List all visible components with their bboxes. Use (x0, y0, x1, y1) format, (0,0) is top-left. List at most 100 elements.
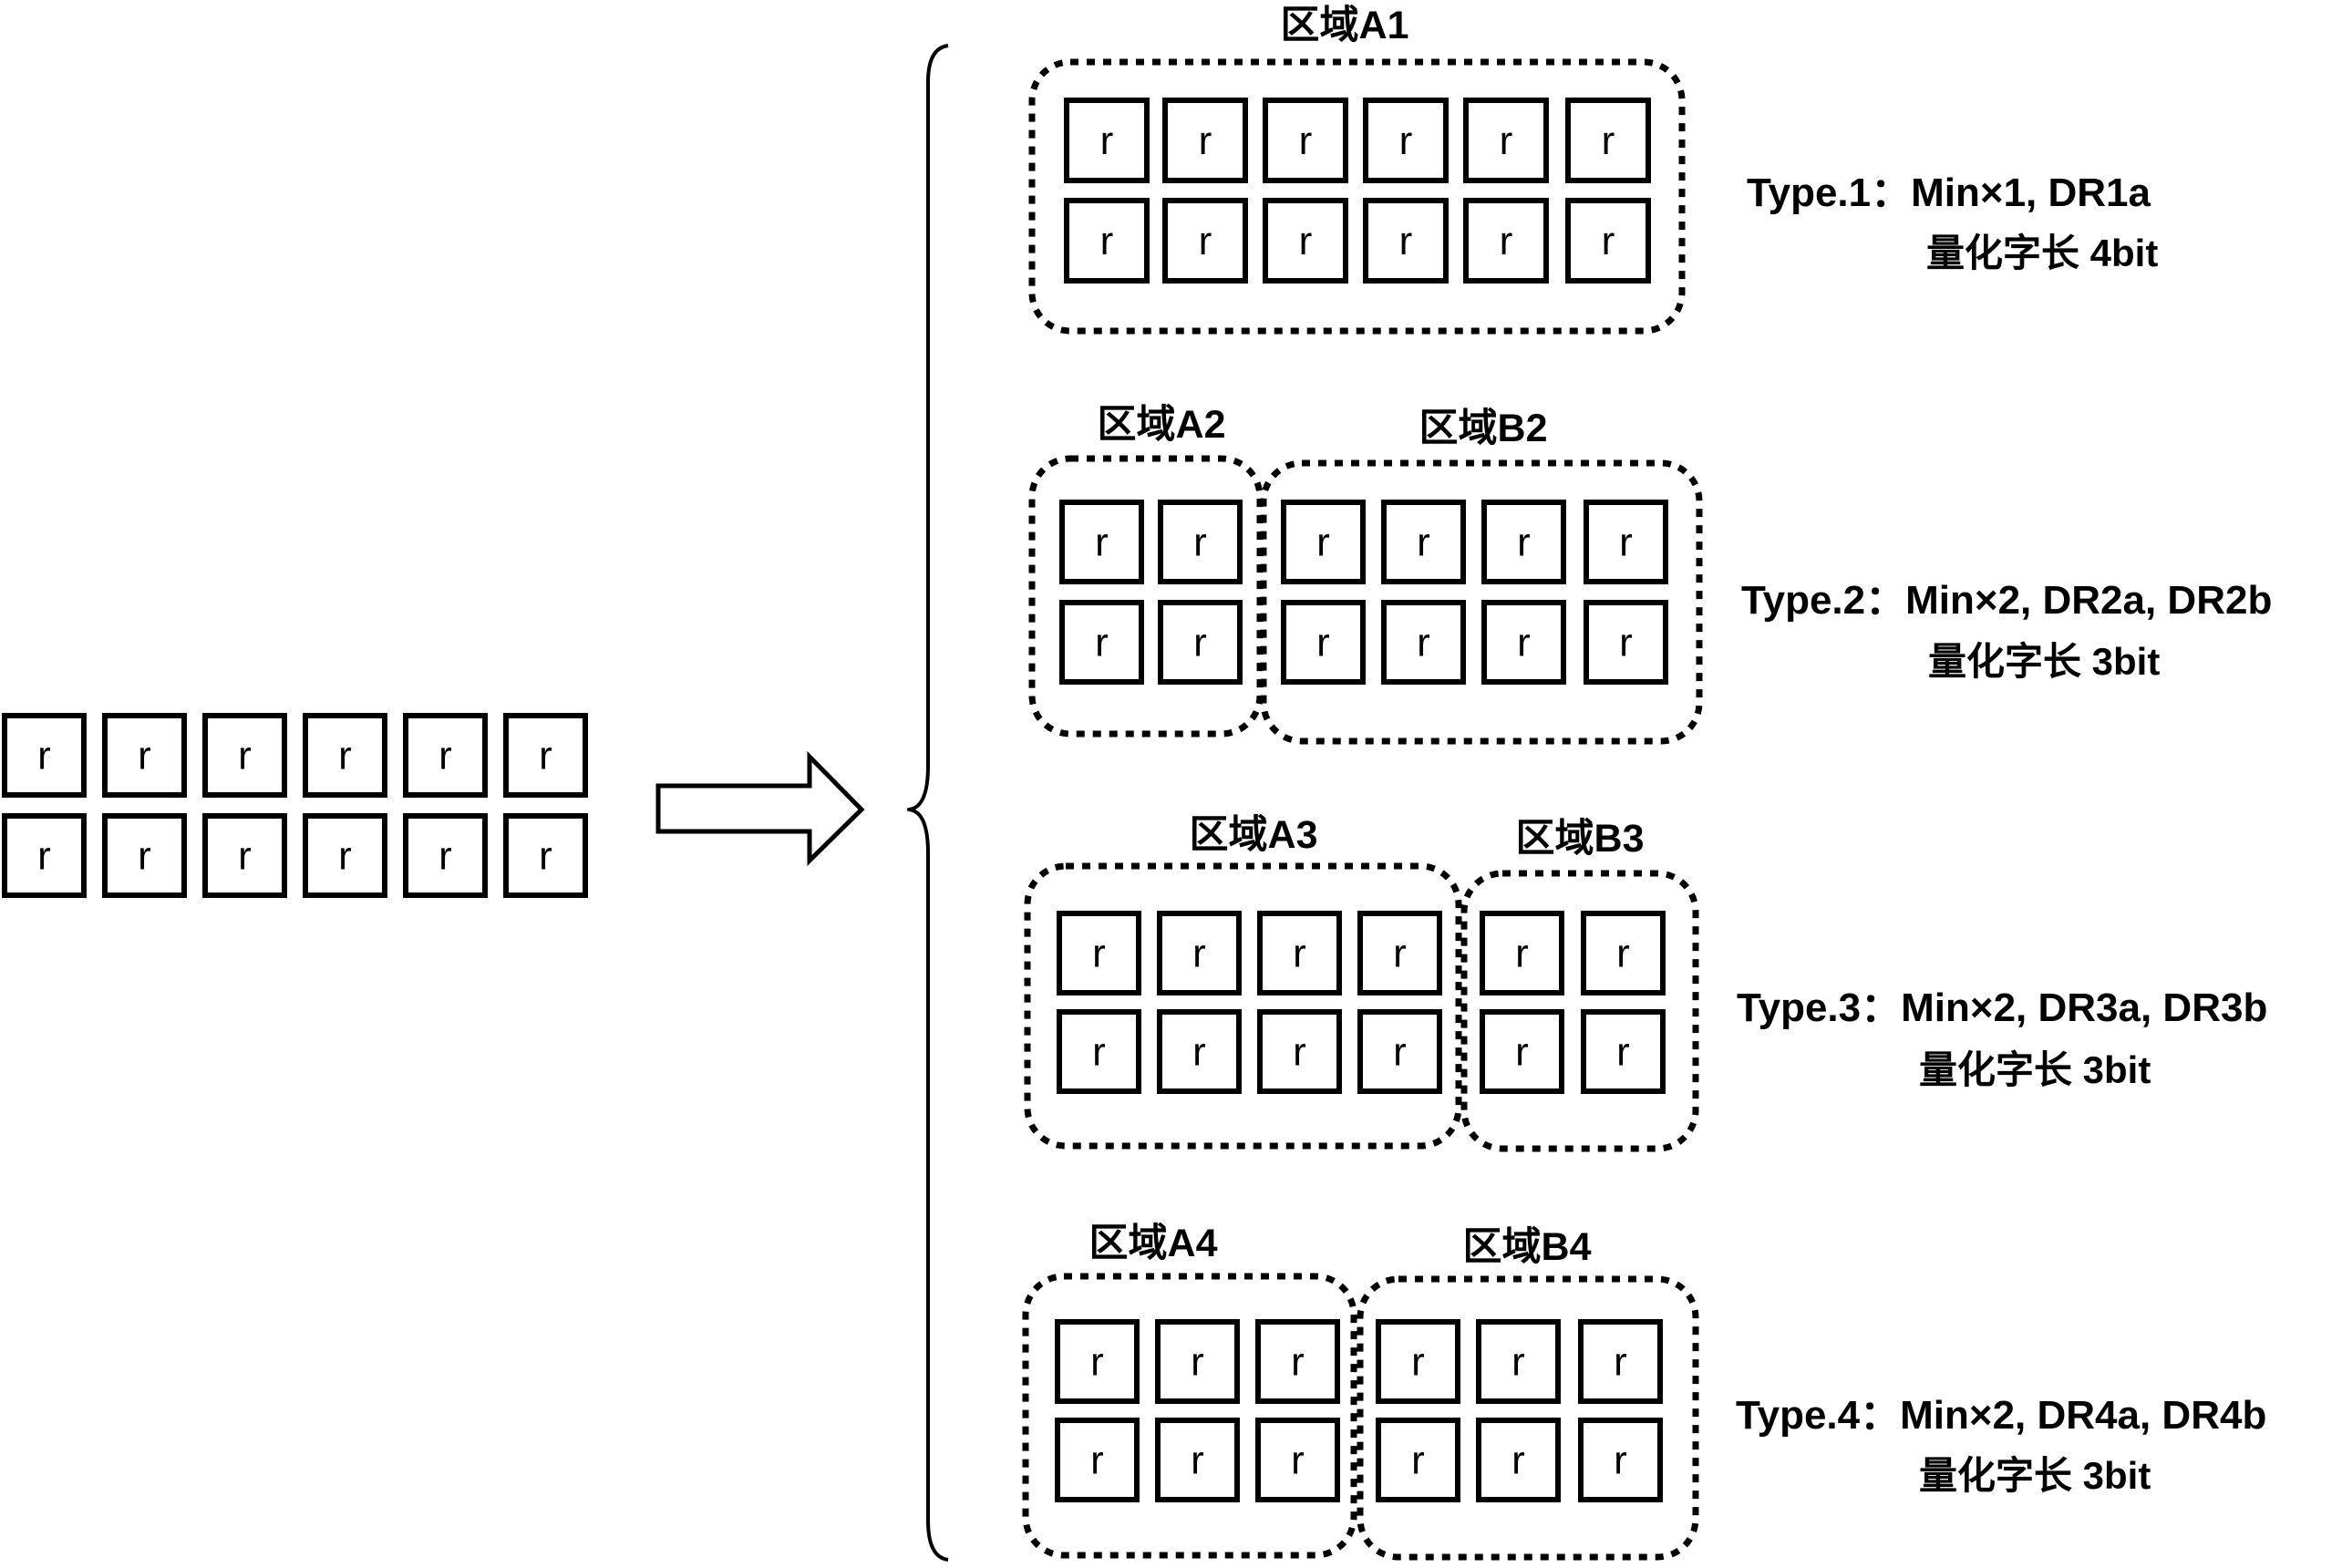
cell-letter: r (1316, 521, 1330, 565)
region-cell: r (1482, 913, 1562, 993)
region-label-a: 区域A2 (1098, 403, 1226, 447)
region-cell: r (1265, 100, 1346, 181)
cell-letter: r (1619, 521, 1633, 565)
cell-letter: r (1511, 1340, 1525, 1385)
region-cell: r (1165, 100, 1245, 181)
left-brace-icon (909, 46, 948, 1560)
cell-letter: r (1199, 219, 1212, 263)
cell-letter: r (1515, 932, 1529, 976)
region-cell: r (1484, 603, 1563, 682)
region-cell: r (1586, 603, 1666, 682)
source-cell: r (205, 816, 284, 895)
region-cell: r (1581, 1322, 1660, 1401)
source-cell: r (105, 716, 184, 795)
cell-letter: r (1092, 1030, 1106, 1075)
cell-letter: r (338, 734, 352, 779)
cell-letter: r (1393, 1030, 1407, 1075)
region-cell: r (1062, 603, 1141, 682)
cell-letter: r (539, 734, 552, 779)
region-cell: r (1384, 502, 1463, 582)
cell-letter: r (37, 834, 51, 879)
cell-letter: r (1291, 1439, 1305, 1483)
region-cell: r (1160, 913, 1239, 993)
cell-letter: r (1411, 1340, 1425, 1385)
cell-letter: r (37, 734, 51, 779)
cell-letter: r (238, 834, 252, 879)
region-label-a: 区域A4 (1089, 1222, 1218, 1265)
cell-letter: r (1500, 119, 1513, 163)
region-label-b: 区域B4 (1463, 1225, 1592, 1269)
region-cell: r (1378, 1322, 1458, 1401)
cell-letter: r (1515, 1030, 1529, 1075)
type-4-panel: 区域A4区域B4rrrrrrrrrrrrType.4：Min×2, DR4a, … (1026, 1222, 2266, 1557)
cell-letter: r (1602, 219, 1615, 263)
region-cell: r (1165, 201, 1245, 281)
region-cell: r (1265, 201, 1346, 281)
cell-letter: r (338, 834, 352, 879)
cell-letter: r (1614, 1340, 1627, 1385)
region-cell: r (1479, 1322, 1558, 1401)
region-cell: r (1284, 502, 1363, 582)
type-1-panel: 区域A1rrrrrrrrrrrrType.1：Min×1, DR1a量化字长 4… (1032, 4, 2158, 331)
cell-letter: r (1199, 119, 1212, 163)
cell-letter: r (1192, 1030, 1206, 1075)
region-cell: r (1584, 1012, 1663, 1091)
cell-letter: r (1602, 119, 1615, 163)
cell-letter: r (1095, 621, 1109, 665)
type-2-panel: 区域A2区域B2rrrrrrrrrrrrType.2：Min×2, DR2a, … (1032, 403, 2272, 741)
region-cell: r (1360, 913, 1439, 993)
cell-letter: r (238, 734, 252, 779)
cell-letter: r (1291, 1340, 1305, 1385)
region-label-b: 区域B2 (1419, 407, 1548, 450)
region-cell: r (1366, 100, 1446, 181)
type-4-quantization: 量化字长 3bit (1919, 1454, 2151, 1497)
cell-letter: r (539, 834, 552, 879)
region-cell: r (1484, 502, 1563, 582)
cell-letter: r (1095, 521, 1109, 565)
type-2-description: Type.2：Min×2, DR2a, DR2b (1741, 578, 2272, 623)
cell-letter: r (438, 834, 452, 879)
cell-letter: r (1399, 119, 1413, 163)
region-cell: r (1284, 603, 1363, 682)
region-cell: r (1158, 1322, 1237, 1401)
region-cell: r (1568, 100, 1648, 181)
cell-letter: r (1500, 219, 1513, 263)
region-outline-a (1027, 866, 1459, 1146)
region-cell: r (1067, 100, 1147, 181)
cell-letter: r (1619, 621, 1633, 665)
source-cell: r (506, 816, 585, 895)
cell-letter: r (1417, 521, 1430, 565)
region-cell: r (1360, 1012, 1439, 1091)
cell-letter: r (1614, 1439, 1627, 1483)
cell-letter: r (1090, 1439, 1104, 1483)
region-cell: r (1482, 1012, 1562, 1091)
cell-letter: r (1399, 219, 1413, 263)
cell-letter: r (1299, 119, 1313, 163)
cell-letter: r (1411, 1439, 1425, 1483)
region-cell: r (1158, 1420, 1237, 1500)
region-label-a: 区域A1 (1281, 4, 1409, 47)
region-cell: r (1586, 502, 1666, 582)
region-cell: r (1161, 502, 1240, 582)
region-cell: r (1466, 201, 1546, 281)
type-2-quantization: 量化字长 3bit (1928, 640, 2160, 683)
cell-letter: r (1616, 1030, 1630, 1075)
cell-letter: r (1092, 932, 1106, 976)
type-3-quantization: 量化字长 3bit (1919, 1048, 2151, 1091)
region-cell: r (1059, 913, 1139, 993)
cell-letter: r (1517, 521, 1531, 565)
cell-letter: r (138, 734, 151, 779)
cell-letter: r (1090, 1340, 1104, 1385)
region-cell: r (1059, 1012, 1139, 1091)
region-cell: r (1258, 1420, 1337, 1500)
cell-letter: r (1193, 621, 1207, 665)
region-outline-a (1026, 1276, 1354, 1555)
cell-letter: r (1192, 932, 1206, 976)
cell-letter: r (1100, 219, 1114, 263)
cell-letter: r (1517, 621, 1531, 665)
source-cell: r (506, 716, 585, 795)
cell-letter: r (438, 734, 452, 779)
region-cell: r (1058, 1420, 1137, 1500)
cell-letter: r (1316, 621, 1330, 665)
cell-letter: r (1393, 932, 1407, 976)
